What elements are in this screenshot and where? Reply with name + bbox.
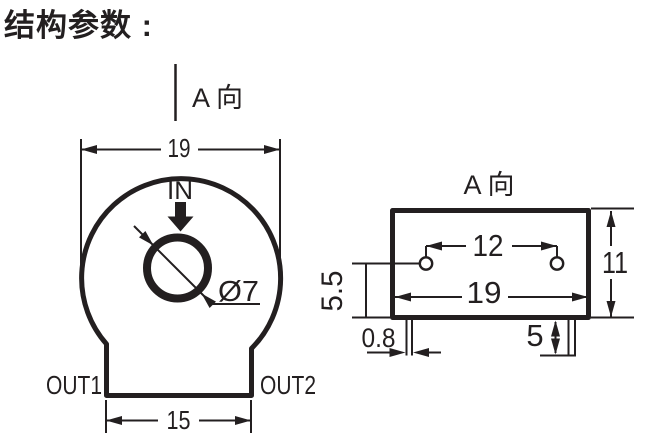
arrowhead-down — [551, 338, 560, 355]
arrowhead-right — [264, 145, 280, 154]
view-a-direction-label: A 向 — [192, 83, 243, 113]
arrowhead-left — [413, 348, 429, 357]
arrowhead-up — [551, 320, 560, 337]
arrowhead-diagonal-upper — [139, 231, 154, 246]
front-view: A 向 19 IN Ø7 OUT1 OUT2 — [46, 64, 316, 435]
arrowhead-left — [81, 145, 97, 154]
input-label: IN — [167, 177, 193, 205]
view-a: A 向 12 19 — [316, 170, 634, 357]
center-hole — [143, 233, 212, 303]
dim-base-value: 15 — [167, 405, 191, 435]
arrowhead-left — [395, 292, 411, 302]
arrowhead-left — [426, 241, 442, 251]
arrowhead-right — [235, 416, 251, 425]
dim-width-value: 19 — [168, 133, 191, 163]
dim-holerow-value: 5.5 — [316, 271, 349, 312]
arrowhead-right — [572, 292, 588, 302]
page-title: 结构参数 : — [4, 8, 153, 43]
dim-pinlength-value: 5 — [526, 318, 543, 353]
input-arrow-icon — [167, 202, 194, 232]
pin-hole-right — [549, 256, 565, 271]
hole-diameter-value: Ø7 — [218, 276, 259, 308]
arrowhead-right — [541, 241, 557, 251]
output1-label: OUT1 — [46, 370, 102, 400]
pin-hole-left — [418, 256, 434, 271]
arrowhead-down — [606, 301, 616, 317]
arrowhead-up — [606, 211, 616, 227]
dim-pinwidth-value: 0.8 — [362, 323, 396, 353]
dim-bodywidth-value: 19 — [467, 275, 502, 310]
output2-label: OUT2 — [260, 370, 316, 400]
arrowhead-right — [389, 348, 406, 357]
arrowhead-left — [106, 416, 122, 425]
view-a-title: A 向 — [463, 170, 514, 200]
dim-height-value: 11 — [602, 245, 628, 280]
dim-spacing-value: 12 — [473, 228, 504, 263]
